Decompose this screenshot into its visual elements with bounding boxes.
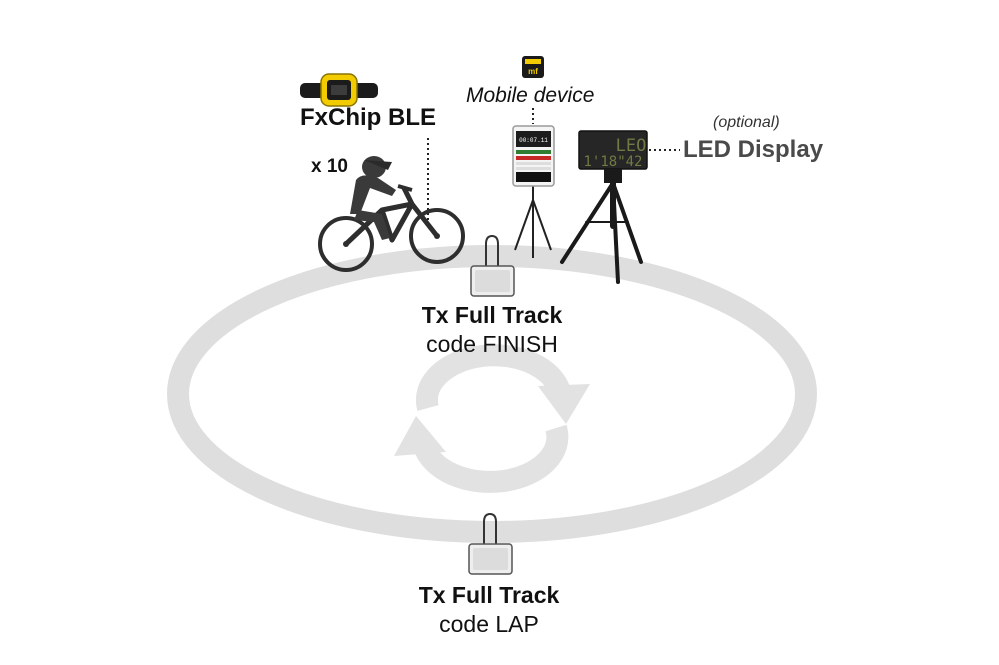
count-label: x 10 bbox=[311, 156, 348, 177]
lap-code: code LAP bbox=[439, 611, 539, 637]
led-line-1: LEO bbox=[616, 136, 647, 156]
loop-arrows-icon bbox=[413, 344, 571, 493]
transmitter-box-icon bbox=[468, 512, 513, 575]
finish-title: Tx Full Track bbox=[421, 302, 563, 328]
fxchip-wristband-icon bbox=[300, 73, 378, 107]
transmitter-box-icon bbox=[470, 234, 515, 297]
app-logo-icon: mf bbox=[522, 56, 544, 78]
tripod-icon bbox=[560, 169, 643, 284]
finish-transmitter-label: Tx Full Track code FINISH bbox=[392, 302, 592, 358]
lap-title: Tx Full Track bbox=[418, 582, 560, 608]
cyclist-icon bbox=[318, 156, 465, 272]
led-line-2: 1'18"42 bbox=[583, 154, 642, 170]
phone-icon bbox=[512, 125, 555, 187]
lap-transmitter-label: Tx Full Track code LAP bbox=[389, 582, 589, 638]
fxchip-label: FxChip BLE bbox=[300, 104, 436, 131]
optional-label: (optional) bbox=[713, 114, 780, 131]
led-display-label: LED Display bbox=[683, 136, 824, 163]
track-ellipse bbox=[167, 245, 817, 543]
mobile-label: Mobile device bbox=[466, 84, 595, 107]
finish-code: code FINISH bbox=[426, 331, 558, 357]
phone-stand bbox=[514, 186, 552, 258]
svg-text:mf: mf bbox=[528, 67, 538, 76]
phone-time: 00:07.11 bbox=[519, 137, 548, 144]
loop-arrowheads bbox=[394, 384, 590, 456]
